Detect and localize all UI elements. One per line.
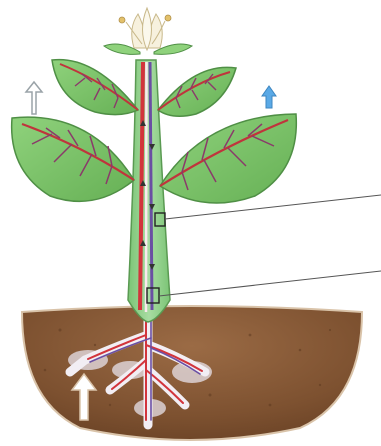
flower xyxy=(119,8,171,50)
up-arrow-icon xyxy=(262,86,276,108)
stem xyxy=(128,60,170,322)
pointer-line-lower xyxy=(159,271,381,296)
leaf-lower-left xyxy=(12,117,134,201)
leaf-upper-left xyxy=(52,60,138,115)
leaf-upper-right xyxy=(158,67,236,116)
leaf-lower-right xyxy=(160,114,296,203)
up-arrow-icon xyxy=(26,82,42,114)
